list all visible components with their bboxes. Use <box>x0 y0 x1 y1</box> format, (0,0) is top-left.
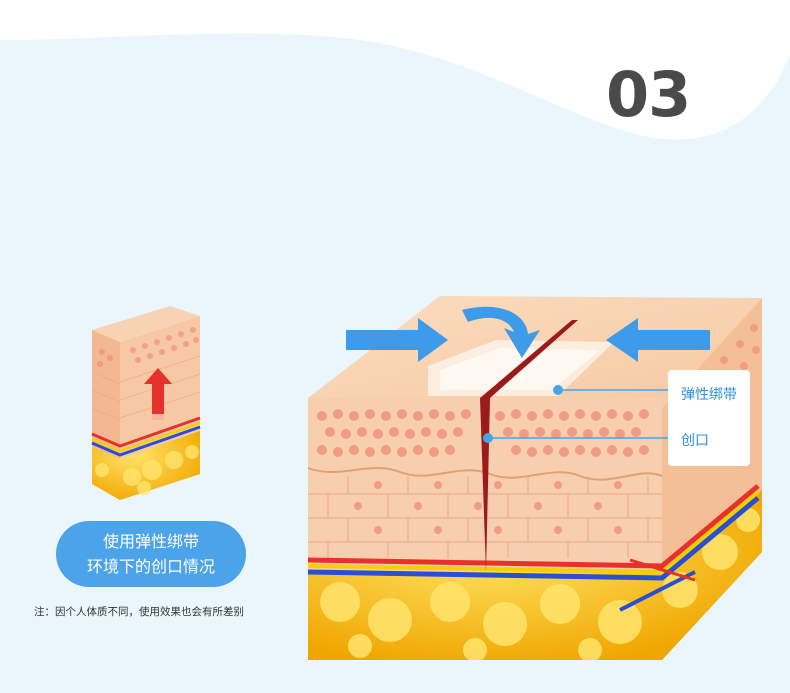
top-wave-decoration <box>0 0 790 140</box>
small-skin-block-illustration <box>91 306 201 500</box>
disclaimer-note: 注：因个人体质不同，使用效果也会有所差别 <box>34 606 244 618</box>
caption-line-2: 环境下的创口情况 <box>86 557 215 576</box>
caption-line-1: 使用弹性绑带 <box>102 532 199 551</box>
step-number: 03 <box>606 58 691 131</box>
up-arrow-icon <box>144 368 172 420</box>
curved-arrow-down-icon <box>462 306 540 358</box>
compress-arrow-left-icon <box>346 318 448 362</box>
label-wound: 创口 <box>681 433 709 449</box>
label-box <box>668 370 750 466</box>
large-skin-block-illustration <box>307 296 762 660</box>
caption-badge: 使用弹性绑带 环境下的创口情况 <box>56 521 246 587</box>
label-elastic-bandage: 弹性绑带 <box>681 387 737 403</box>
compress-arrow-right-icon <box>606 318 710 362</box>
